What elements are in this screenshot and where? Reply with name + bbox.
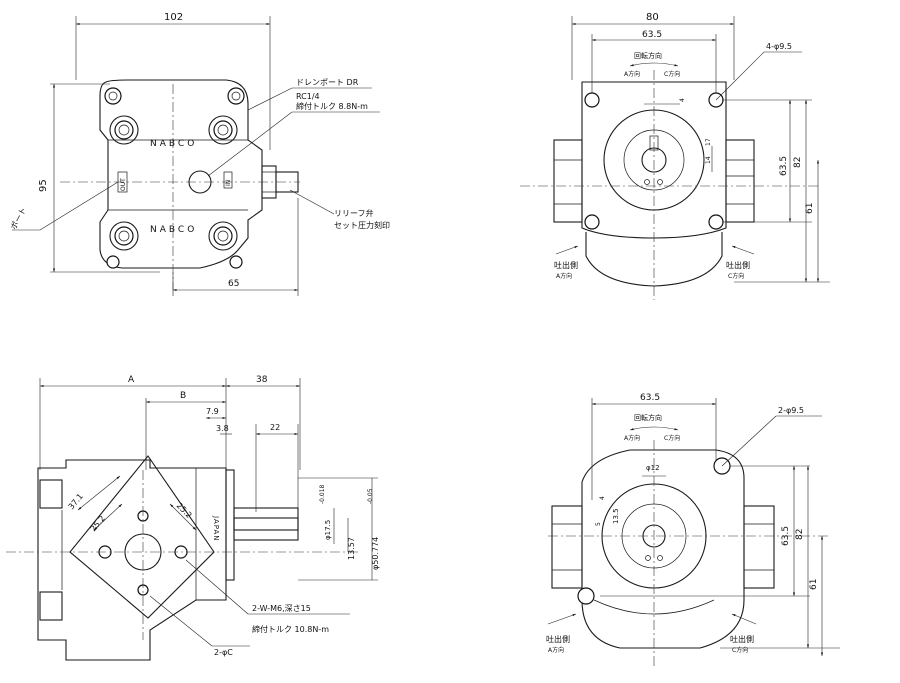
- dim-phi-12: φ12: [646, 464, 660, 472]
- dim-80: 80: [646, 12, 659, 23]
- dim-a: A: [128, 375, 135, 385]
- port-label: ポート: [9, 206, 28, 231]
- dim-63-5-vertical-b: 63.5: [781, 526, 791, 546]
- dim-width: 102: [164, 12, 183, 23]
- dim-2-phi: 2-φ9.5: [778, 406, 804, 415]
- dir-a: A方向: [624, 70, 640, 78]
- dir-c-b: C方向: [664, 434, 680, 442]
- rotation-label: 回転方向: [634, 51, 662, 60]
- dim-tol-2: -0.05: [367, 488, 374, 504]
- tap-torque-label: 締付トルク 10.8N-m: [252, 624, 329, 634]
- port-out-label: OUT: [120, 178, 127, 191]
- dim-7-9: 7.9: [206, 407, 219, 416]
- dim-63-5-vertical: 63.5: [779, 156, 789, 176]
- rc-label: RC1/4: [296, 92, 320, 101]
- dim-height: 95: [38, 179, 49, 192]
- discharge-left-dir-b: A方向: [548, 646, 564, 654]
- dim-tol-1: -0.018: [319, 484, 326, 504]
- dim-38: 38: [256, 375, 268, 385]
- dim-61: 61: [805, 203, 815, 214]
- dim-82-b: 82: [795, 529, 805, 540]
- dim-63-5: 63.5: [642, 30, 662, 40]
- dim-63-5-b: 63.5: [640, 393, 660, 403]
- japan-marking: JAPAN: [212, 515, 220, 542]
- brand-text-bottom: NABCO: [150, 225, 197, 235]
- discharge-right-dir-b: C方向: [732, 646, 748, 654]
- view-bottom-left: A 38 B 7.9 3.8 22: [6, 375, 380, 661]
- dim-4-phi: 4-φ9.5: [766, 42, 792, 51]
- drain-torque-label: 締付トルク 8.8N-m: [296, 101, 368, 111]
- dim-3-8: 3.8: [216, 424, 229, 433]
- discharge-left-label: 吐出側: [554, 260, 578, 270]
- dim-5: 5: [595, 522, 602, 526]
- dim-61-b: 61: [809, 579, 819, 590]
- discharge-right-label: 吐出側: [726, 260, 750, 270]
- view-top-left: 102 NABCO NABCO OUT IN: [9, 12, 390, 296]
- dim-65: 65: [228, 279, 239, 289]
- port-in-label: IN: [225, 180, 232, 186]
- dim-13-57: 13.57: [347, 537, 356, 560]
- discharge-right-dir: C方向: [728, 272, 744, 280]
- dim-17: 17: [705, 138, 712, 146]
- dim-b: B: [180, 391, 186, 401]
- tap-label: 2-W-M6,深さ15: [252, 604, 311, 613]
- discharge-left-dir: A方向: [556, 272, 572, 280]
- dim-phi-50-774: φ50.774: [371, 537, 380, 570]
- dim-82: 82: [793, 157, 803, 168]
- drain-port-label: ドレンポート DR: [296, 78, 359, 87]
- dim-13-5: 13.5: [612, 508, 620, 524]
- dim-phi-17-5: φ17.5: [324, 520, 332, 540]
- dim-4-b: 4: [599, 496, 606, 500]
- brand-text-top: NABCO: [150, 139, 197, 149]
- view-top-right: 80 63.5 回転方向 A方向: [520, 12, 830, 300]
- view-bottom-right: 63.5 回転方向 A方向 C方向 φ12 4 13.5 5: [546, 393, 840, 666]
- rotation-label-b: 回転方向: [634, 413, 662, 422]
- relief-set-label: セット圧力刻印: [334, 220, 390, 230]
- dir-a-b: A方向: [624, 434, 640, 442]
- discharge-right-label-b: 吐出側: [730, 634, 754, 644]
- hole-count-label: 2-φC: [214, 648, 233, 657]
- dim-22: 22: [270, 423, 280, 432]
- relief-valve-label: リリーフ弁: [334, 208, 374, 218]
- dir-c: C方向: [664, 70, 680, 78]
- dim-14: 14: [705, 156, 712, 164]
- dim-25-2-a: 25.2: [89, 514, 107, 533]
- dim-4: 4: [679, 98, 686, 102]
- discharge-left-label-b: 吐出側: [546, 634, 570, 644]
- dim-37-1: 37.1: [67, 492, 85, 511]
